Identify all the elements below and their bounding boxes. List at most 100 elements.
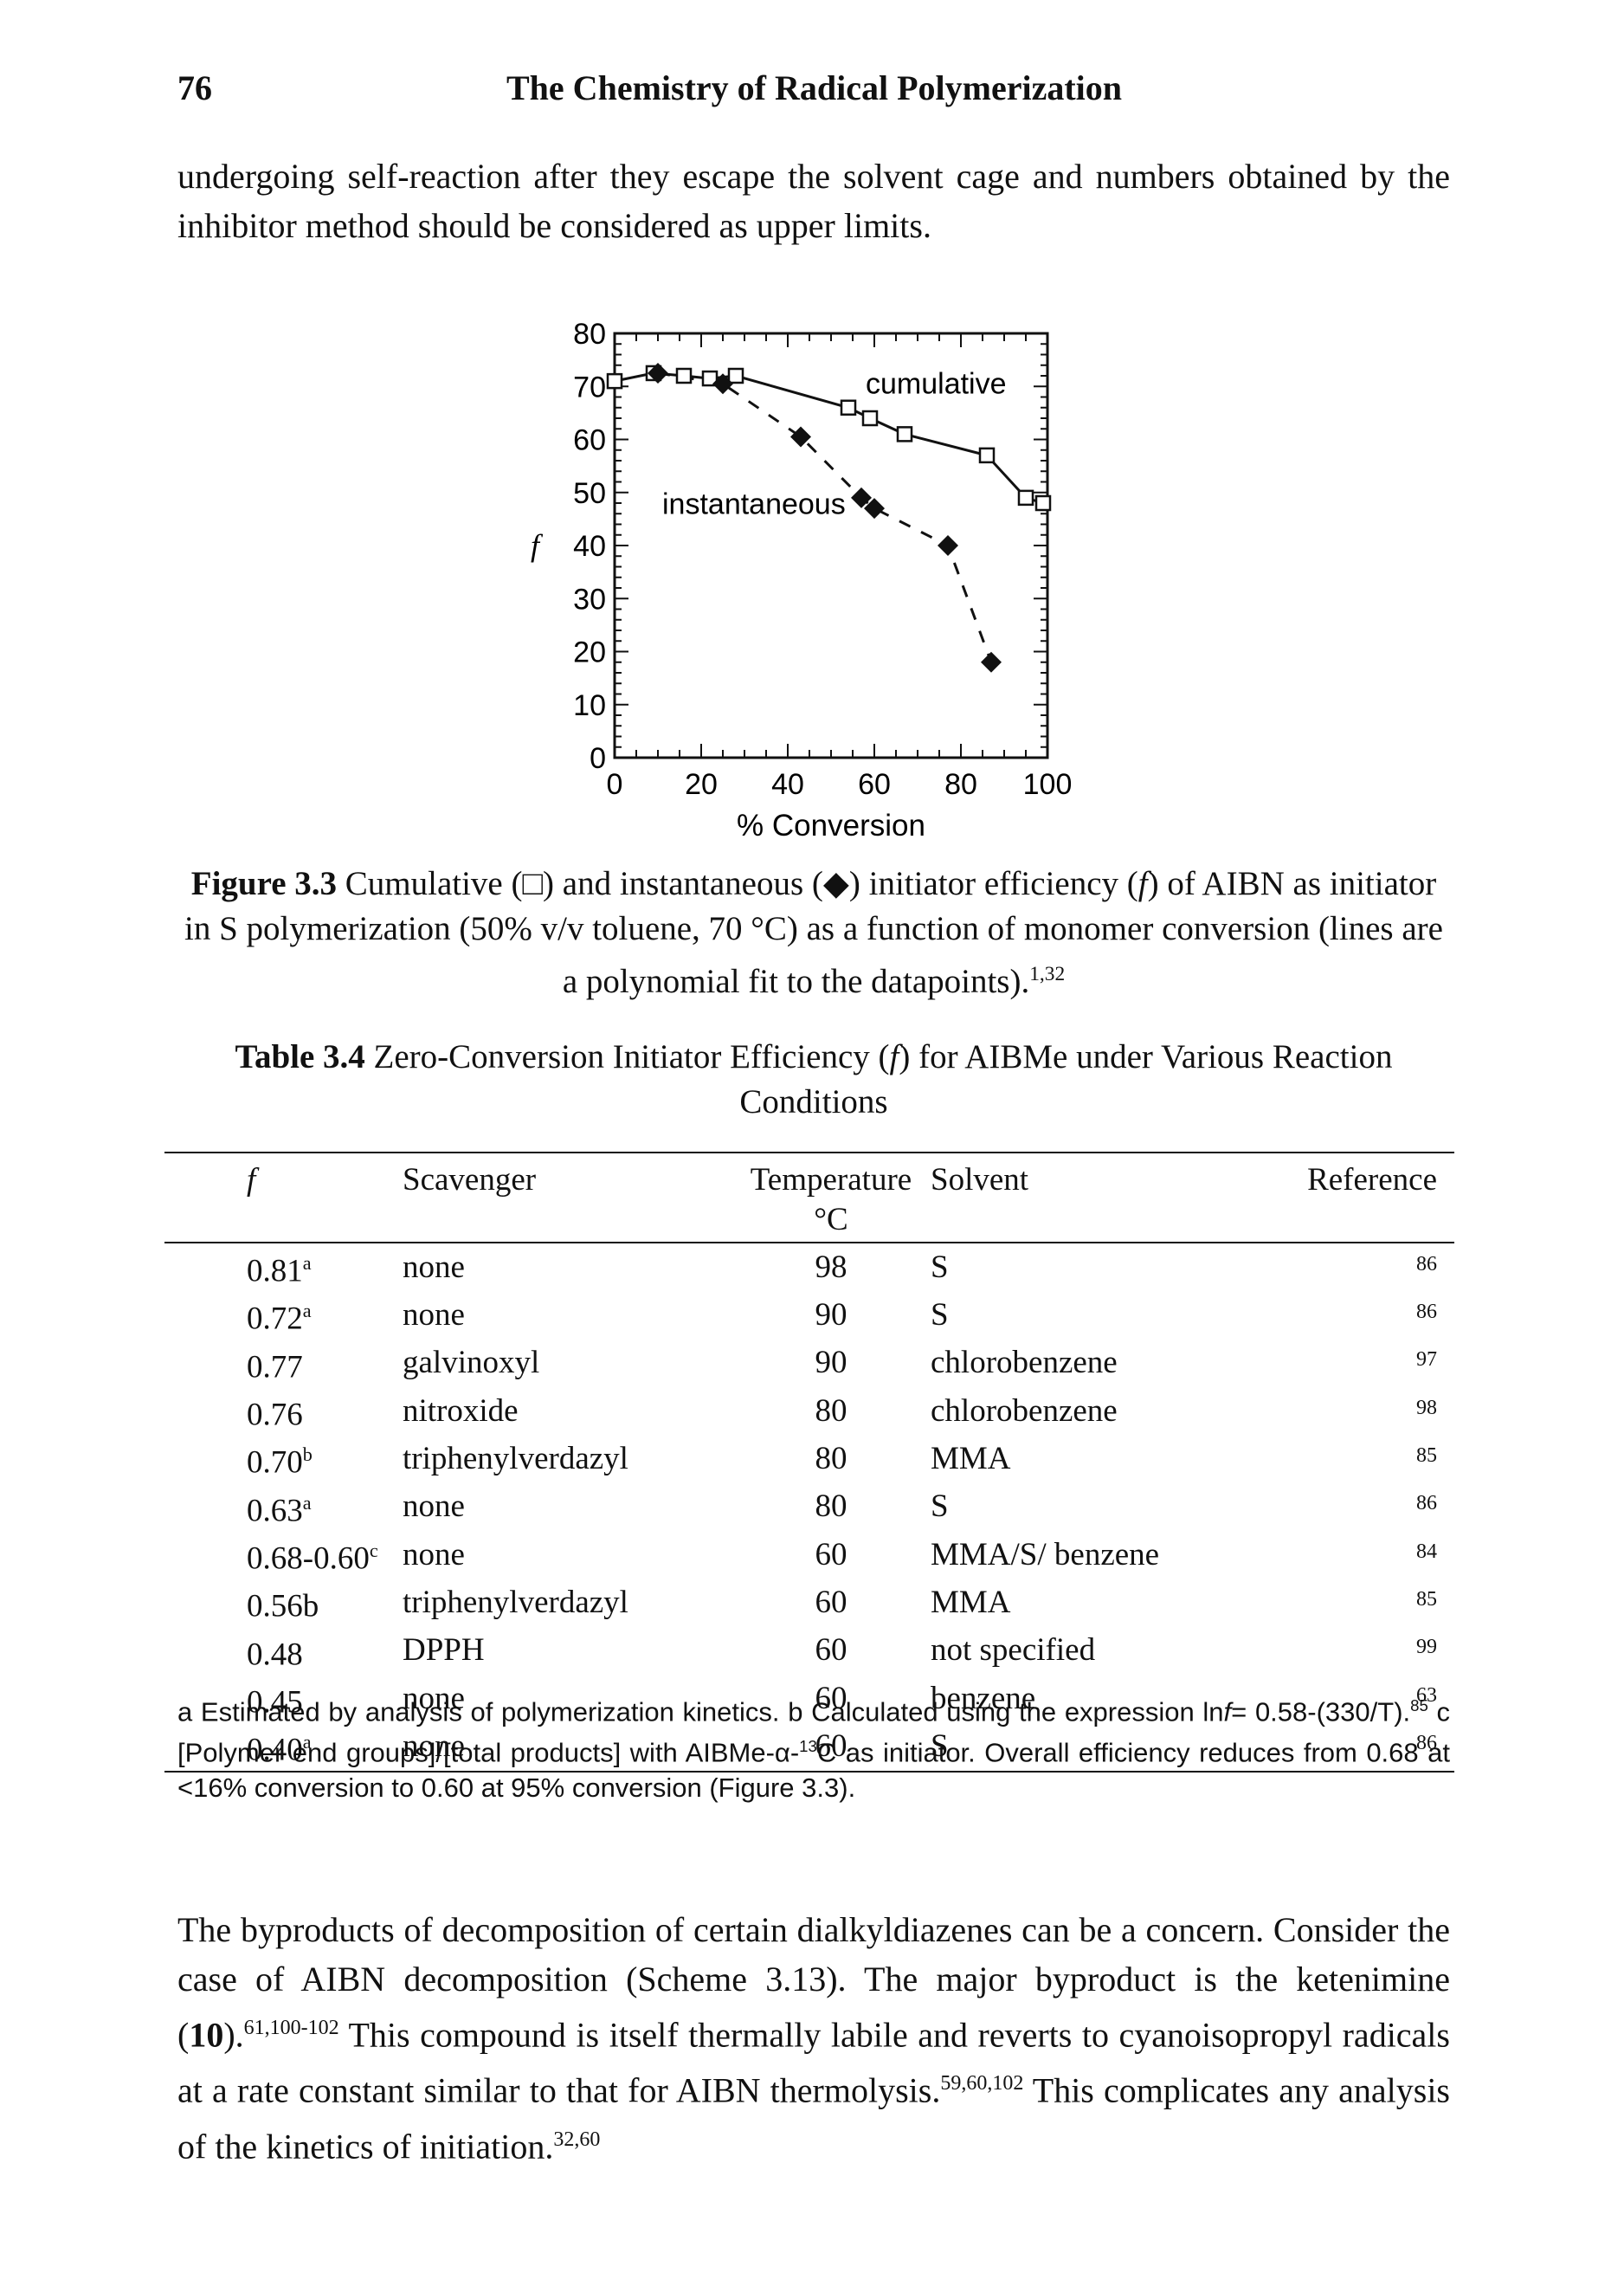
table-title-post: ) for AIBMe under Various Reaction Condi… [739, 1038, 1393, 1120]
cumulative-point [978, 447, 996, 464]
series-label-instantaneous: instantaneous [662, 488, 846, 520]
figure-caption-part-a: Cumulative ( [345, 865, 523, 902]
cell-f: 0.45 [247, 1684, 303, 1721]
cell-reference: 86 [1416, 1492, 1437, 1515]
cell-temperature: 80 [815, 1392, 847, 1429]
footnote-b-f: f [1223, 1696, 1232, 1727]
table-label: Table 3.4 [235, 1038, 365, 1075]
cell-scavenger: none [403, 1296, 465, 1333]
cell-scavenger: nitroxide [403, 1392, 519, 1429]
cell-temperature: 60 [815, 1632, 847, 1669]
cell-solvent: chlorobenzene [931, 1345, 1118, 1381]
cell-f: 0.72a [247, 1300, 312, 1337]
cell-temperature: 60 [815, 1584, 847, 1620]
instantaneous-point [790, 426, 811, 448]
cell-f-footnote-mark: b [302, 1443, 313, 1466]
cumulative-point [861, 410, 879, 427]
cell-reference: 85 [1416, 1587, 1437, 1611]
footnote-b2: = 0.58-(330/T). [1231, 1696, 1411, 1727]
cell-f-footnote-mark: a [302, 1300, 312, 1322]
instantaneous-point [864, 498, 885, 520]
header-temperature: Temperature°C [750, 1162, 912, 1237]
header-scavenger: Scavenger [403, 1162, 537, 1198]
cell-f: 0.68-0.60c [247, 1539, 378, 1577]
cell-temperature: 90 [815, 1345, 847, 1381]
intro-text: undergoing self-reaction after they esca… [177, 157, 1450, 245]
open-square-symbol: □ [522, 865, 544, 902]
cell-scavenger: none [403, 1488, 465, 1525]
cell-reference: 86 [1416, 1252, 1437, 1275]
cell-reference: 84 [1416, 1540, 1437, 1563]
cell-solvent: S [931, 1249, 949, 1285]
cell-temperature: 60 [815, 1680, 847, 1716]
footnote-c2: C as initiator. Overall efficiency reduc… [177, 1737, 1450, 1803]
x-axis-label: % Conversion [737, 809, 925, 843]
series-label-cumulative: cumulative [866, 367, 1007, 400]
cell-temperature: 80 [815, 1440, 847, 1476]
figure-caption: Figure 3.3 Cumulative (□) and instantane… [177, 862, 1450, 1004]
cell-solvent: S [931, 1296, 949, 1333]
body-sentence-2: This compound is itself thermally labile… [177, 2015, 1450, 2110]
cumulative-point [701, 370, 719, 387]
y-tick-label: 40 [573, 530, 606, 563]
cell-scavenger: none [403, 1680, 465, 1716]
body-sentence-1: The byproducts of decomposition of certa… [177, 1910, 1450, 2055]
cell-f: 0.63a [247, 1491, 312, 1528]
y-tick-label: 60 [573, 424, 606, 457]
cell-reference: 86 [1242, 1722, 1454, 1773]
instantaneous-point [648, 362, 668, 384]
instantaneous-point [938, 535, 958, 556]
y-tick-label: 70 [573, 371, 606, 404]
header-f: f [247, 1162, 256, 1198]
cumulative-point [606, 372, 623, 390]
cell-f: 0.56b [247, 1588, 319, 1624]
table-title-pre: Zero-Conversion Initiator Efficiency ( [373, 1038, 890, 1075]
body-ref-3: 32,60 [553, 2128, 601, 2151]
table-caption: Table 3.4 Zero-Conversion Initiator Effi… [177, 1035, 1450, 1125]
cell-f: 0.76 [247, 1397, 303, 1433]
cell-temperature: 60 [815, 1536, 847, 1572]
figure-label: Figure 3.3 [190, 865, 338, 902]
x-tick-label: 20 [685, 768, 718, 801]
intro-paragraph: undergoing self-reaction after they esca… [177, 152, 1450, 250]
cell-reference: 98 [1416, 1396, 1437, 1419]
x-tick-label: 100 [1023, 768, 1073, 801]
body-sentence-1-end: ). [223, 2015, 244, 2055]
cell-reference: 63 [1416, 1683, 1437, 1707]
footnote-b-ref: 85 [1410, 1696, 1428, 1714]
cumulative-point [840, 399, 857, 416]
x-tick-label: 60 [858, 768, 891, 801]
body-ref-1: 61,100-102 [243, 2017, 339, 2039]
cell-reference: 86 [1416, 1300, 1437, 1323]
page-header: 76 The Chemistry of Radical Polymerizati… [177, 68, 1450, 119]
header-reference: Reference [1307, 1162, 1437, 1198]
y-axis-label: f [531, 528, 544, 563]
cumulative-point [675, 367, 693, 384]
cell-scavenger: none [403, 1722, 731, 1773]
instantaneous-point [712, 373, 733, 395]
x-tick-label: 0 [607, 768, 623, 801]
footnote-c: c [Polymer end groups]/[total products] … [177, 1696, 1450, 1768]
body-compound-number: 10 [189, 2015, 224, 2055]
cumulative-point [896, 426, 913, 442]
cell-temperature: 60 [731, 1722, 931, 1773]
body-sentence-3: This complicates any analysis of the kin… [177, 2070, 1450, 2166]
cell-solvent: S [931, 1488, 949, 1525]
y-tick-label: 30 [573, 583, 606, 616]
figure-caption-refs: 1,32 [1029, 963, 1066, 985]
cell-reference: 85 [1416, 1443, 1437, 1467]
figure-caption-f: f [1137, 865, 1148, 902]
figure-caption-part-d: ) of AIBN as initiator in S polymerizati… [184, 865, 1443, 1000]
x-tick-label: 40 [771, 768, 804, 801]
